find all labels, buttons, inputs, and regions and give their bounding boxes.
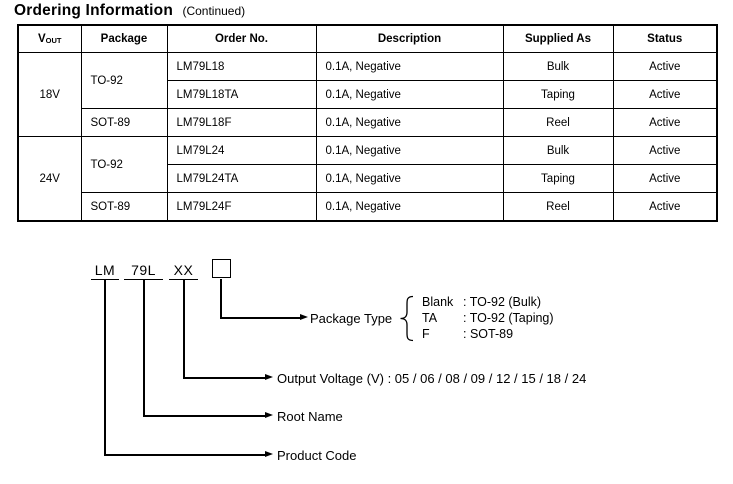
leader-line-package-type <box>220 279 222 318</box>
order-no-cell: LM79L24TA <box>166 164 317 193</box>
page-title-continued: (Continued) <box>182 4 246 18</box>
supplied-as-cell: Taping <box>502 164 614 193</box>
package-option-code: F <box>422 327 430 341</box>
leader-line-root-name <box>143 280 145 416</box>
package-option-value: : TO-92 (Taping) <box>463 311 554 325</box>
package-option: F : SOT-89 <box>422 326 554 342</box>
package-cell: TO-92 <box>80 52 168 109</box>
supplied-as-cell: Reel <box>502 192 614 222</box>
order-no-cell: LM79L24 <box>166 136 317 165</box>
ordering-table: VOUT Package Order No. Description Suppl… <box>17 24 718 222</box>
vout-cell: 18V <box>17 52 82 137</box>
col-header-package: Package <box>80 24 168 53</box>
root-name-label: Root Name <box>277 409 343 424</box>
col-header-vout: VOUT <box>17 24 82 53</box>
table-row: SOT-89 LM79L24F 0.1A, Negative Reel Acti… <box>18 192 718 222</box>
arrow-right-icon <box>265 451 273 457</box>
status-cell: Active <box>612 52 718 81</box>
package-option: Blank : TO-92 (Bulk) <box>422 294 554 310</box>
leader-line-package-type-h <box>220 317 300 319</box>
package-option-value: : SOT-89 <box>463 327 514 341</box>
col-header-description: Description <box>315 24 504 53</box>
package-type-label: Package Type <box>310 311 393 326</box>
leader-line-output-voltage-h <box>183 377 265 379</box>
description-cell: 0.1A, Negative <box>315 108 504 137</box>
package-cell: TO-92 <box>80 136 168 193</box>
package-option: TA : TO-92 (Taping) <box>422 310 554 326</box>
part-segment-root: 79L <box>124 262 163 280</box>
package-option-code: Blank <box>422 295 454 309</box>
table-header-row: VOUT Package Order No. Description Suppl… <box>17 24 718 53</box>
status-cell: Active <box>612 108 718 137</box>
col-header-supplied-as: Supplied As <box>502 24 614 53</box>
description-cell: 0.1A, Negative <box>315 80 504 109</box>
package-cell: SOT-89 <box>80 108 168 137</box>
leader-line-product-code-h <box>104 454 265 456</box>
page-title-text: Ordering Information <box>14 2 173 19</box>
part-segment-prefix: LM <box>91 262 119 280</box>
vout-subscript: OUT <box>45 36 62 45</box>
order-no-cell: LM79L24F <box>166 192 317 222</box>
col-header-status: Status <box>612 24 718 53</box>
brace-icon <box>400 295 414 342</box>
description-cell: 0.1A, Negative <box>315 52 504 81</box>
leader-line-output-voltage <box>183 280 185 378</box>
supplied-as-cell: Bulk <box>502 136 614 165</box>
package-suffix-box <box>212 259 231 278</box>
leader-line-product-code <box>104 280 106 455</box>
supplied-as-cell: Bulk <box>502 52 614 81</box>
supplied-as-cell: Reel <box>502 108 614 137</box>
order-no-cell: LM79L18 <box>166 52 317 81</box>
package-option-value: : TO-92 (Bulk) <box>463 295 542 309</box>
arrow-right-icon <box>265 374 273 380</box>
status-cell: Active <box>612 164 718 193</box>
description-cell: 0.1A, Negative <box>315 192 504 222</box>
col-header-order-no: Order No. <box>166 24 317 53</box>
output-voltage-label: Output Voltage (V) : 05 / 06 / 08 / 09 /… <box>277 371 587 386</box>
vout-symbol: V <box>37 33 46 45</box>
arrow-right-icon <box>300 314 308 320</box>
table-row: 18V TO-92 LM79L18 0.1A, Negative Bulk Ac… <box>17 52 718 137</box>
part-segment-voltage: XX <box>169 262 198 280</box>
page-title: Ordering Information (Continued) <box>14 2 245 20</box>
table-row: SOT-89 LM79L18F 0.1A, Negative Reel Acti… <box>18 108 718 137</box>
vout-cell: 24V <box>17 136 82 222</box>
package-cell: SOT-89 <box>80 192 168 222</box>
order-no-cell: LM79L18F <box>166 108 317 137</box>
description-cell: 0.1A, Negative <box>315 136 504 165</box>
supplied-as-cell: Taping <box>502 80 614 109</box>
leader-line-root-name-h <box>143 415 265 417</box>
status-cell: Active <box>612 136 718 165</box>
package-option-code: TA <box>422 311 438 325</box>
table-row: 24V TO-92 LM79L24 0.1A, Negative Bulk Ac… <box>17 136 718 222</box>
table-row: LM79L18TA 0.1A, Negative Taping Active <box>18 80 718 109</box>
product-code-label: Product Code <box>277 448 357 463</box>
status-cell: Active <box>612 192 718 222</box>
arrow-right-icon <box>265 412 273 418</box>
status-cell: Active <box>612 80 718 109</box>
table-row: LM79L24TA 0.1A, Negative Taping Active <box>18 164 718 193</box>
order-no-cell: LM79L18TA <box>166 80 317 109</box>
description-cell: 0.1A, Negative <box>315 164 504 193</box>
package-type-options: Blank : TO-92 (Bulk) TA : TO-92 (Taping)… <box>422 294 554 342</box>
